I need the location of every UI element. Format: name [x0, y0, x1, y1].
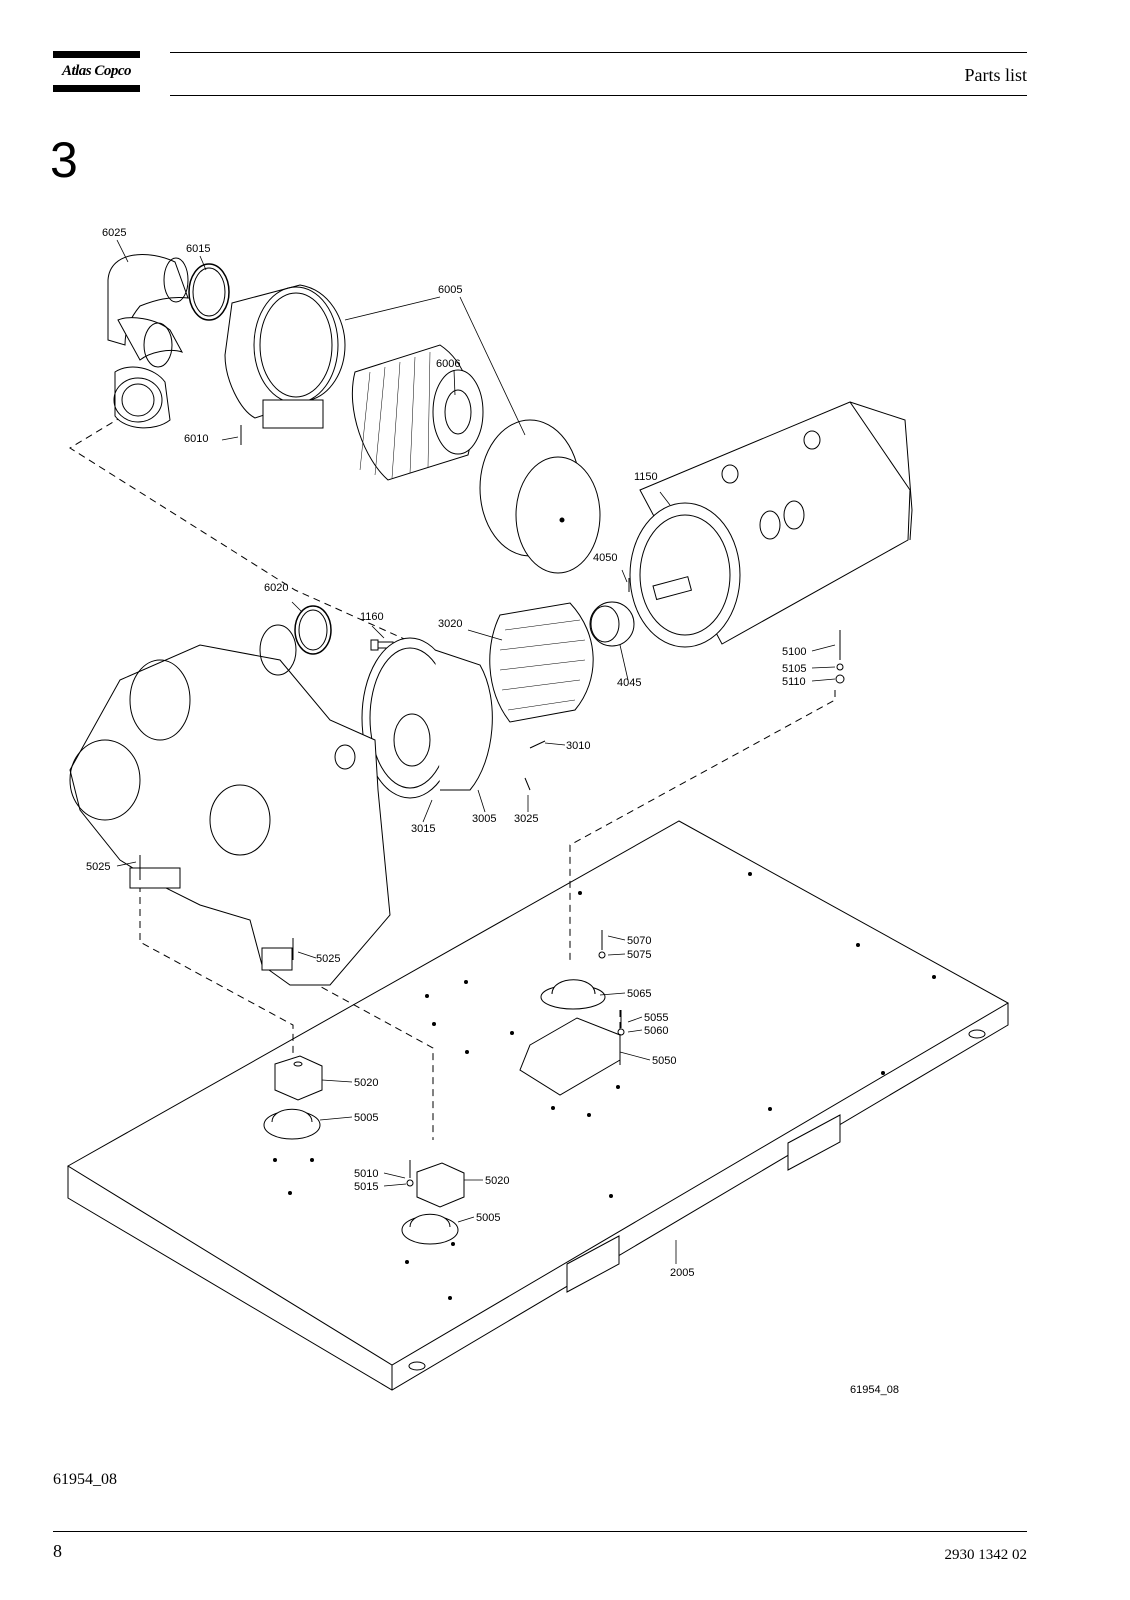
logo-bar-top	[53, 51, 140, 58]
callout-5050: 5050	[652, 1055, 676, 1067]
figure-id: 61954_08	[53, 1471, 117, 1488]
air-inlet-elbow	[107, 254, 189, 429]
coupling-guard-3020	[489, 602, 594, 723]
footer-rule	[53, 1531, 1027, 1532]
air-filter-cover	[479, 419, 601, 574]
motor-mount-5065	[540, 979, 606, 1010]
callout-5025-upper: 5025	[86, 861, 110, 873]
callout-6006: 6006	[436, 358, 460, 370]
callout-5055: 5055	[644, 1012, 668, 1024]
air-filter-housing-6005	[224, 284, 346, 429]
callout-5015: 5015	[354, 1181, 378, 1193]
drawing-figure-code: 61954_08	[850, 1384, 899, 1396]
bracket-5050	[519, 1017, 621, 1096]
callout-5005-right: 5005	[476, 1212, 500, 1224]
exploded-parts-drawing: 6025 6015 6005 6006 6010 1150 4050 6020 …	[67, 227, 1010, 1396]
callout-5020-left: 5020	[354, 1077, 378, 1089]
compressor-element	[69, 624, 391, 986]
fasteners	[139, 425, 845, 1187]
callout-labels: 6025 6015 6005 6006 6010 1150 4050 6020 …	[86, 227, 899, 1396]
callout-5005-left: 5005	[354, 1112, 378, 1124]
document-number: 2930 1342 02	[944, 1547, 1028, 1563]
filter-element-6006	[351, 344, 484, 481]
mounts-left	[263, 1055, 323, 1140]
callout-5075: 5075	[627, 949, 651, 961]
logo-bar-bottom	[53, 85, 140, 92]
callout-3005: 3005	[472, 813, 496, 825]
callout-6010: 6010	[184, 433, 208, 445]
callout-6025: 6025	[102, 227, 126, 239]
callout-3015: 3015	[411, 823, 435, 835]
callout-5020-right: 5020	[485, 1175, 509, 1187]
callout-1160: 1160	[360, 611, 384, 623]
hose-clamp-6015	[188, 263, 230, 321]
atlas-copco-logo: Atlas Copco	[53, 51, 140, 94]
callout-3025: 3025	[514, 813, 538, 825]
callout-2005: 2005	[670, 1267, 694, 1279]
base-frame-2005	[67, 820, 1010, 1391]
callout-5010: 5010	[354, 1168, 378, 1180]
callout-4050: 4050	[593, 552, 617, 564]
section-number: 3	[50, 132, 78, 188]
callout-5060: 5060	[644, 1025, 668, 1037]
mounts-right	[401, 1162, 465, 1245]
callout-5100: 5100	[782, 646, 806, 658]
callout-5110: 5110	[782, 676, 806, 688]
callout-6015: 6015	[186, 243, 210, 255]
electric-motor-1150	[629, 401, 913, 648]
callout-5065: 5065	[627, 988, 651, 1000]
header-rule-bottom	[170, 95, 1027, 96]
callout-3010: 3010	[566, 740, 590, 752]
logo-wordmark: Atlas Copco	[61, 63, 132, 79]
page-number: 8	[53, 1541, 62, 1561]
callout-5105: 5105	[782, 663, 806, 675]
callout-6020: 6020	[264, 582, 288, 594]
callout-1150: 1150	[634, 471, 658, 483]
coupling-4045	[589, 601, 635, 647]
callout-leaders	[116, 239, 836, 1264]
dashed-assembly-lines	[69, 409, 836, 1140]
callout-5025-lower: 5025	[316, 953, 340, 965]
callout-5070: 5070	[627, 935, 651, 947]
header-rule-top	[170, 52, 1027, 53]
callout-3020: 3020	[438, 618, 462, 630]
callout-4045: 4045	[617, 677, 641, 689]
header-title: Parts list	[964, 65, 1027, 85]
hose-clamp-6020	[294, 605, 332, 655]
flange-housing-3015	[361, 637, 493, 799]
callout-6005: 6005	[438, 284, 462, 296]
